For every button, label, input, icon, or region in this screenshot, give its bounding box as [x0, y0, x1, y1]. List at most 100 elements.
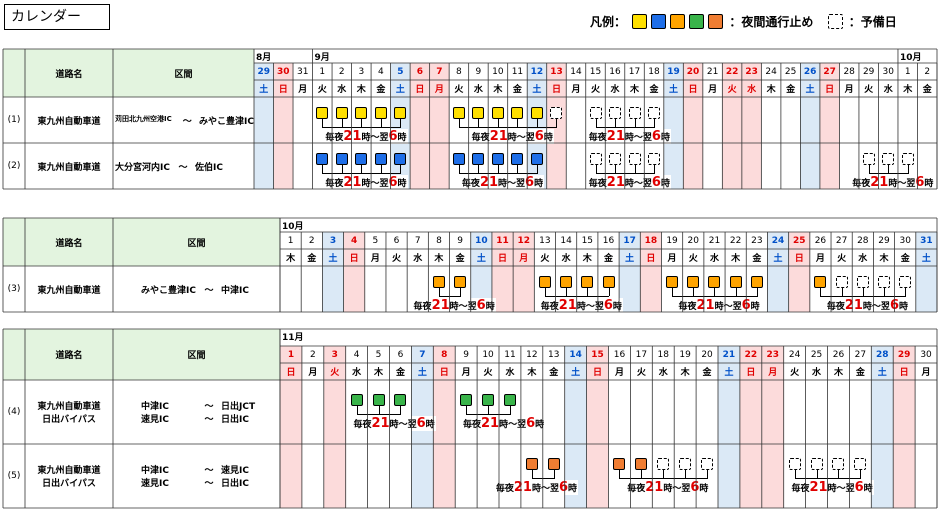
- connector-line: [438, 288, 440, 296]
- day-number: 11: [496, 235, 509, 246]
- weekday-label: 木: [833, 368, 843, 378]
- section-to: 中津IC: [221, 285, 249, 296]
- caption-mid: 時～翌: [531, 484, 559, 494]
- day-column-tint: [640, 232, 662, 312]
- reserve-square: [550, 107, 563, 119]
- caption-h2: 6: [416, 416, 426, 431]
- closure-square: [316, 107, 329, 119]
- caption-post: 時: [485, 302, 495, 312]
- day-column-tint: [254, 63, 274, 189]
- closure-square: [511, 153, 524, 165]
- reserve-square: [589, 107, 602, 119]
- day-number: 10: [482, 349, 494, 360]
- closure-time-caption: 毎夜21時～翌6時: [790, 480, 874, 495]
- day-number: 20: [686, 66, 700, 77]
- day-number: 7: [419, 349, 426, 360]
- caption-h1: 21: [696, 298, 715, 313]
- connector-line: [860, 470, 862, 478]
- day-number: 26: [832, 349, 845, 360]
- connector-line: [400, 406, 402, 414]
- closure-square: [602, 276, 615, 288]
- caption-mid: 時～翌: [498, 179, 526, 189]
- reserve-square: [862, 153, 875, 165]
- connector-line: [556, 119, 558, 127]
- closure-time-caption: 毎夜21時～翌6時: [677, 298, 761, 313]
- connector-line: [868, 173, 909, 174]
- weekday-label: 月: [768, 368, 778, 378]
- reserve-square: [701, 458, 714, 470]
- connector-line: [841, 288, 843, 296]
- connector-line: [820, 296, 907, 297]
- caption-h2: 6: [651, 175, 661, 190]
- day-number: 29: [878, 235, 890, 246]
- closure-square: [394, 394, 407, 406]
- closure-square: [452, 107, 465, 119]
- header-route: 道路名: [25, 329, 113, 380]
- weekday-label: 金: [900, 254, 910, 264]
- day-number: 30: [920, 349, 932, 360]
- closure-square: [666, 276, 679, 288]
- section-sep: ～: [204, 402, 214, 412]
- day-number: 17: [635, 349, 648, 360]
- closure-time-caption: 毎夜21時～翌6時: [324, 129, 408, 144]
- weekday-label: 水: [561, 254, 571, 264]
- row-number: (2): [7, 161, 21, 171]
- weekday-label: 月: [921, 368, 931, 378]
- weekday-label: 木: [493, 85, 503, 95]
- day-column-tint: [893, 346, 916, 508]
- caption-h1: 21: [558, 298, 577, 313]
- caption-h2: 6: [476, 298, 486, 313]
- caption-post: 時: [924, 179, 934, 189]
- closure-square: [394, 107, 407, 119]
- weekday-label: 土: [476, 254, 486, 264]
- day-number: 27: [854, 349, 867, 360]
- caption-post: 時: [612, 302, 622, 312]
- caption-post: 時: [397, 133, 407, 143]
- weekday-label: 火: [392, 254, 402, 264]
- connector-line: [907, 165, 909, 173]
- closure-square: [560, 276, 573, 288]
- caption-pre: 毎夜: [325, 133, 344, 143]
- day-number: 26: [814, 235, 827, 246]
- day-number: 2: [338, 66, 345, 77]
- closure-square: [394, 153, 407, 165]
- caption-mid: 時～翌: [507, 133, 535, 143]
- reserve-square: [648, 153, 661, 165]
- weekday-label: 土: [921, 254, 931, 264]
- day-column-tint: [739, 346, 762, 508]
- route-name: 東九州自動車道: [25, 266, 113, 312]
- connector-line: [341, 119, 343, 127]
- caption-pre: 毎夜: [471, 133, 490, 143]
- connector-line: [794, 470, 796, 478]
- day-column-tint: [788, 232, 810, 312]
- weekday-label: 金: [922, 85, 932, 95]
- caption-h1: 21: [481, 416, 500, 431]
- weekday-label: 日: [349, 254, 359, 264]
- caption-pre: 毎夜: [678, 302, 697, 312]
- day-number: 9: [475, 66, 482, 77]
- closure-square: [482, 394, 495, 406]
- legend-closure-text: ：夜間通行止め: [729, 14, 814, 29]
- day-number: 14: [569, 349, 582, 360]
- day-number: 3: [329, 235, 337, 246]
- section-line: 中津IC～日出JCT: [113, 399, 280, 412]
- weekday-label: 土: [724, 368, 734, 378]
- weekday-label: 金: [649, 85, 659, 95]
- weekday-label: 木: [766, 85, 776, 95]
- closure-square: [750, 276, 763, 288]
- caption-mid: 時～翌: [714, 302, 742, 312]
- connector-line: [672, 288, 674, 296]
- weekday-label: 火: [590, 85, 600, 95]
- day-number: 24: [788, 349, 801, 360]
- day-number: 15: [581, 235, 594, 246]
- caption-pre: 毎夜: [826, 302, 845, 312]
- weekday-label: 金: [752, 254, 762, 264]
- weekday-label: 月: [434, 85, 444, 95]
- weekday-label: 火: [864, 85, 874, 95]
- connector-line: [356, 406, 358, 414]
- closure-time-caption: 毎夜21時～翌6時: [494, 480, 579, 495]
- caption-h2: 6: [854, 480, 864, 495]
- section-name: 苅田北九州空港IC～みやこ豊津IC: [113, 97, 254, 143]
- closure-square: [530, 153, 543, 165]
